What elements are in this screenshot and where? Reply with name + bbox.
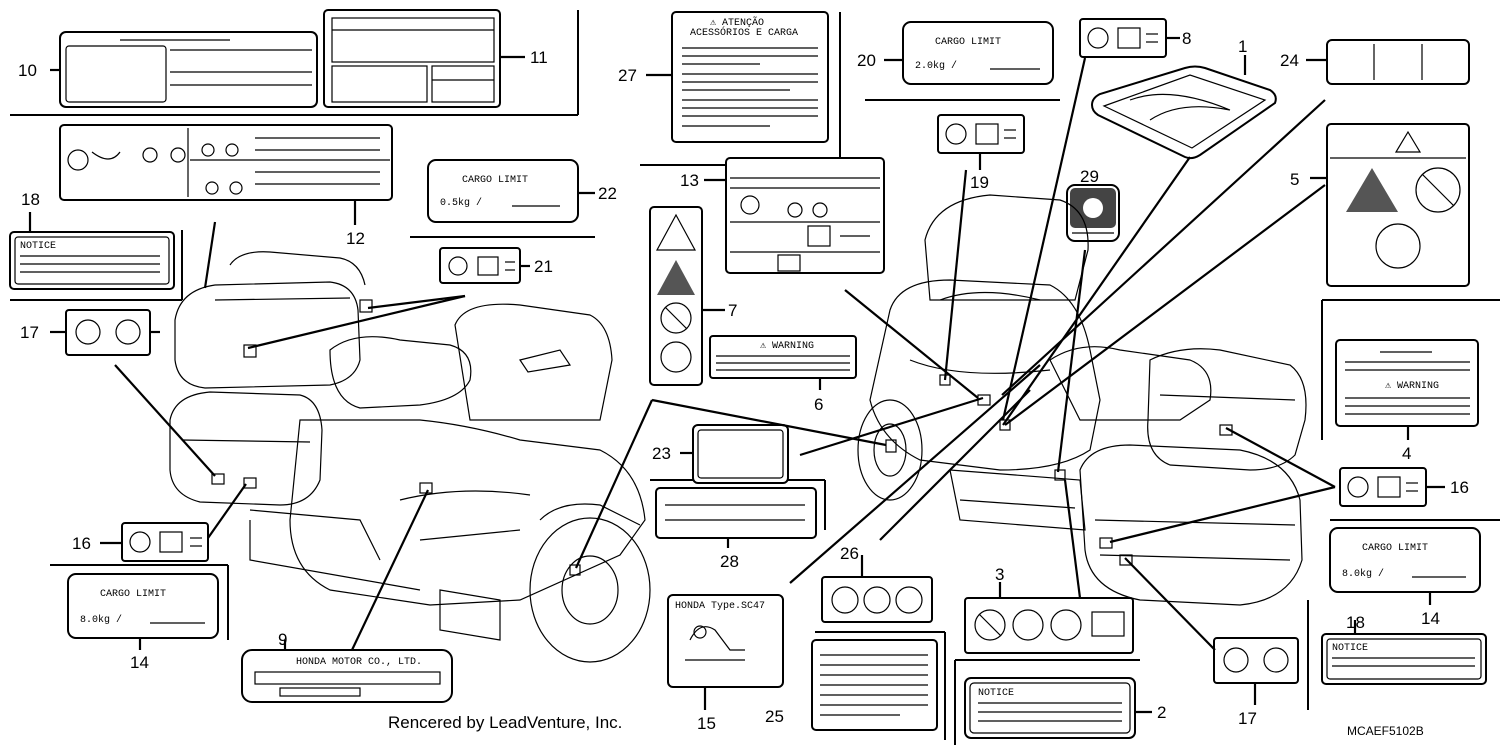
- leader-lines: [28, 36, 1445, 714]
- callout-18a: 18: [21, 190, 40, 209]
- motorcycle-left-illustration: [169, 251, 651, 663]
- callout-25: 25: [765, 707, 784, 726]
- callout-29: 29: [1080, 167, 1099, 186]
- callout-numbers: 10 11 12 18 22 21 17 16 14 9 27 20 8 1 2…: [18, 29, 1469, 733]
- cargo-title: CARGO LIMIT: [1362, 543, 1428, 554]
- callout-14a: 14: [130, 653, 149, 672]
- label-6-warning[interactable]: ⚠ WARNING: [709, 335, 857, 379]
- cargo-title: CARGO LIMIT: [935, 37, 1001, 48]
- honda-type-text: HONDA Type.SC47: [675, 601, 765, 612]
- warning-text: ⚠ WARNING: [1385, 381, 1439, 392]
- label-19-manual-icons[interactable]: [937, 114, 1025, 154]
- label-16-icons-right[interactable]: [1339, 467, 1427, 507]
- callout-23: 23: [652, 444, 671, 463]
- label-25-text-label[interactable]: [811, 639, 938, 731]
- label-20-cargo-limit[interactable]: CARGO LIMIT 2.0kg /: [902, 21, 1054, 85]
- callout-17a: 17: [20, 323, 39, 342]
- callout-2: 2: [1157, 703, 1166, 722]
- cargo-value: 0.5kg /: [440, 197, 482, 209]
- label-17-icons-left[interactable]: [65, 309, 151, 356]
- callout-16a: 16: [72, 534, 91, 553]
- label-14-cargo-limit-left[interactable]: CARGO LIMIT 8.0kg /: [67, 573, 219, 639]
- callout-22: 22: [598, 184, 617, 203]
- callout-1: 1: [1238, 37, 1247, 56]
- callout-27: 27: [618, 66, 637, 85]
- callout-12: 12: [346, 229, 365, 248]
- atencao-line2: ACESSÓRIOS E CARGA: [690, 25, 798, 39]
- callout-10: 10: [18, 61, 37, 80]
- callout-13: 13: [680, 171, 699, 190]
- honda-plate-text: HONDA MOTOR CO., LTD.: [296, 657, 422, 668]
- label-28-blank[interactable]: [655, 487, 817, 539]
- label-4-warning-plate[interactable]: ⚠ WARNING: [1335, 339, 1479, 427]
- notice-text: NOTICE: [978, 688, 1014, 699]
- label-13-loading-info[interactable]: [725, 157, 885, 274]
- label-18-notice-left[interactable]: NOTICE: [9, 231, 175, 290]
- cargo-value: 2.0kg /: [915, 60, 957, 72]
- callout-4: 4: [1402, 444, 1411, 463]
- credit-text: Rencered by LeadVenture, Inc.: [388, 713, 623, 732]
- label-3-icon-row[interactable]: [964, 597, 1134, 654]
- callout-28: 28: [720, 552, 739, 571]
- notice-text: NOTICE: [20, 241, 56, 252]
- cargo-value: 8.0kg /: [80, 614, 122, 626]
- label-23-blank[interactable]: [692, 424, 789, 484]
- label-29-emblem[interactable]: [1066, 184, 1120, 242]
- atencao-line1: ⚠ ATENÇÃO: [710, 16, 764, 29]
- label-9-honda-plate[interactable]: HONDA MOTOR CO., LTD.: [241, 649, 453, 703]
- label-22-cargo-limit[interactable]: CARGO LIMIT 0.5kg /: [427, 159, 579, 223]
- callout-19: 19: [970, 173, 989, 192]
- label-14-cargo-limit-right[interactable]: CARGO LIMIT 8.0kg /: [1329, 527, 1481, 593]
- callout-7: 7: [728, 301, 737, 320]
- label-27-atencao[interactable]: ⚠ ATENÇÃO ACESSÓRIOS E CARGA: [671, 11, 829, 143]
- label-17-icons-right[interactable]: [1213, 637, 1299, 684]
- callout-20: 20: [857, 51, 876, 70]
- label-10-info-plate[interactable]: [59, 31, 318, 108]
- callout-8: 8: [1182, 29, 1191, 48]
- label-2-notice[interactable]: NOTICE: [964, 677, 1136, 739]
- notice-text: NOTICE: [1332, 643, 1368, 654]
- callout-16b: 16: [1450, 478, 1469, 497]
- callout-18b: 18: [1346, 613, 1365, 632]
- label-8-manual-icons[interactable]: [1079, 18, 1167, 58]
- label-18-notice-right[interactable]: NOTICE: [1321, 633, 1487, 685]
- cargo-title: CARGO LIMIT: [462, 175, 528, 186]
- callout-26: 26: [840, 544, 859, 563]
- warning-text: ⚠ WARNING: [760, 341, 814, 352]
- cargo-value: 8.0kg /: [1342, 568, 1384, 580]
- motorcycle-right-illustration: [857, 194, 1307, 606]
- cargo-title: CARGO LIMIT: [100, 589, 166, 600]
- callout-17b: 17: [1238, 709, 1257, 728]
- label-11-info-plate[interactable]: [323, 9, 501, 108]
- callout-3: 3: [995, 565, 1004, 584]
- label-15-honda-type[interactable]: HONDA Type.SC47: [667, 594, 784, 688]
- label-7-warning-strip[interactable]: [649, 206, 703, 386]
- callout-11: 11: [530, 48, 548, 67]
- callout-14b: 14: [1421, 609, 1440, 628]
- section-rules: [10, 10, 1500, 745]
- label-1-diamond-emblem[interactable]: [1090, 65, 1277, 160]
- callout-24: 24: [1280, 51, 1299, 70]
- label-24-blank[interactable]: [1326, 39, 1470, 85]
- diagram-code: MCAEF5102B: [1347, 724, 1424, 738]
- label-26-icon-row[interactable]: [821, 576, 933, 623]
- label-16-icons-left[interactable]: [121, 522, 209, 562]
- callout-9: 9: [278, 630, 287, 649]
- label-21-manual-icons[interactable]: [439, 247, 521, 284]
- label-12-riding-info[interactable]: [59, 124, 393, 201]
- callout-5: 5: [1290, 170, 1299, 189]
- callout-21: 21: [534, 257, 553, 276]
- label-5-warning-icons[interactable]: [1326, 123, 1470, 287]
- callout-15: 15: [697, 714, 716, 733]
- callout-6: 6: [814, 395, 823, 414]
